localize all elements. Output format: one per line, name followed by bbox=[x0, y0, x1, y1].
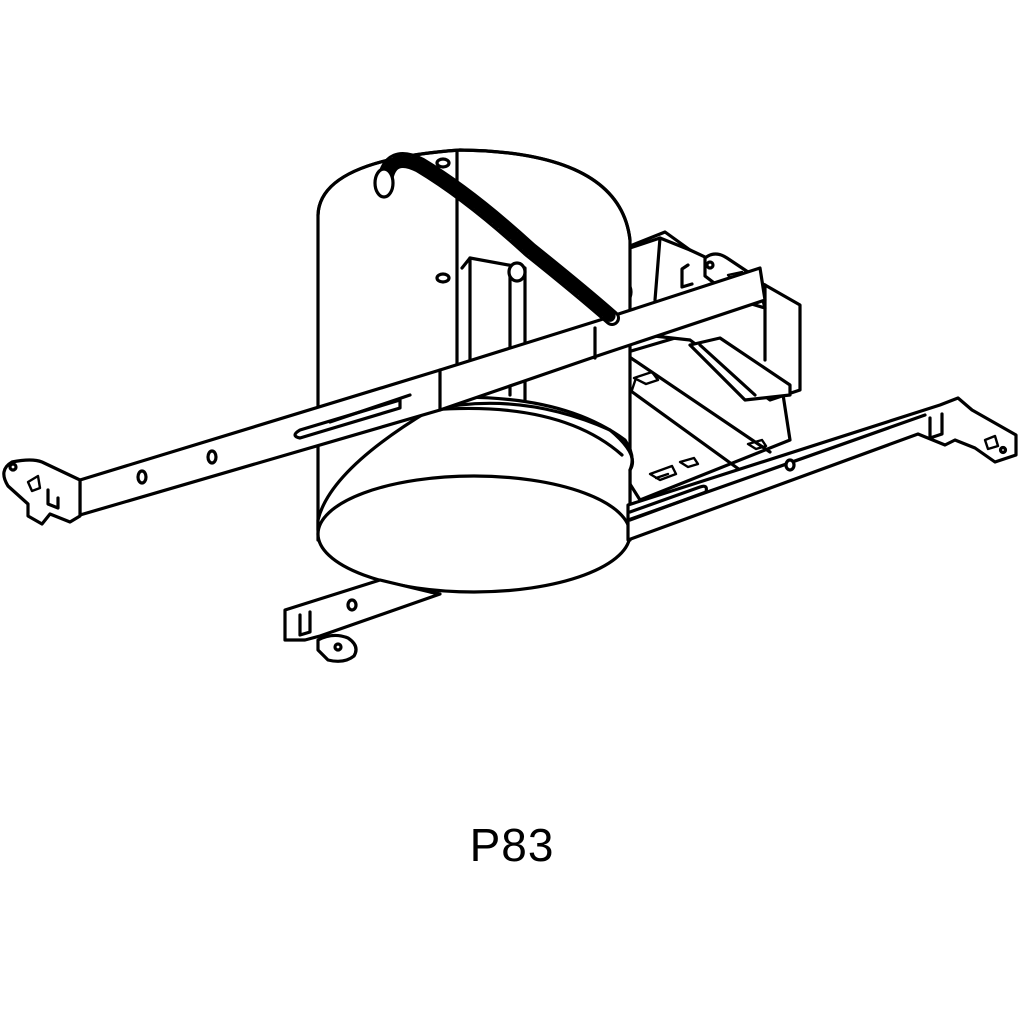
hanger-bar-left bbox=[2, 266, 767, 526]
aperture-opening bbox=[316, 474, 632, 594]
flex-conduit bbox=[373, 152, 620, 326]
trim-ring bbox=[316, 395, 635, 594]
hanger-bar-front bbox=[283, 578, 442, 663]
hanger-bar-right bbox=[626, 396, 1018, 542]
model-label: P83 bbox=[469, 819, 555, 871]
